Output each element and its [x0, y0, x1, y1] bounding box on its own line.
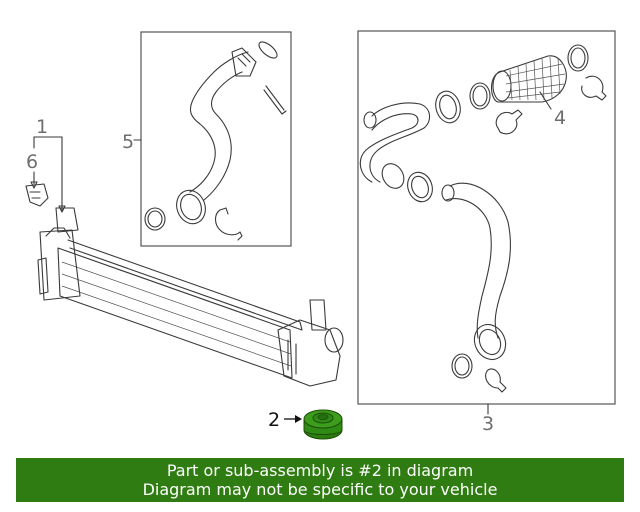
callout-4: 4: [554, 107, 566, 129]
banner-line-2: Diagram may not be specific to your vehi…: [142, 480, 498, 499]
inset-box-5: [140, 31, 292, 247]
cap-part-2: [284, 409, 343, 440]
callout-1: 1: [36, 116, 48, 138]
banner-line-1: Part or sub-assembly is #2 in diagram: [166, 461, 474, 480]
filter-part-4: [490, 55, 607, 135]
hose-part-3-lower: [441, 182, 511, 393]
callout-5: 5: [122, 131, 134, 153]
callout-2: 2: [268, 409, 280, 431]
sensor-part-6: [25, 171, 49, 207]
callout-3: 3: [482, 413, 494, 435]
hose-part-5: [144, 41, 287, 241]
inset-box-3-4: [357, 30, 616, 405]
hose-part-3-upper: [359, 44, 589, 203]
notice-banner: Part or sub-assembly is #2 in diagram Di…: [16, 458, 624, 502]
callout-6: 6: [26, 151, 38, 173]
intercooler-part-1: [33, 136, 344, 387]
